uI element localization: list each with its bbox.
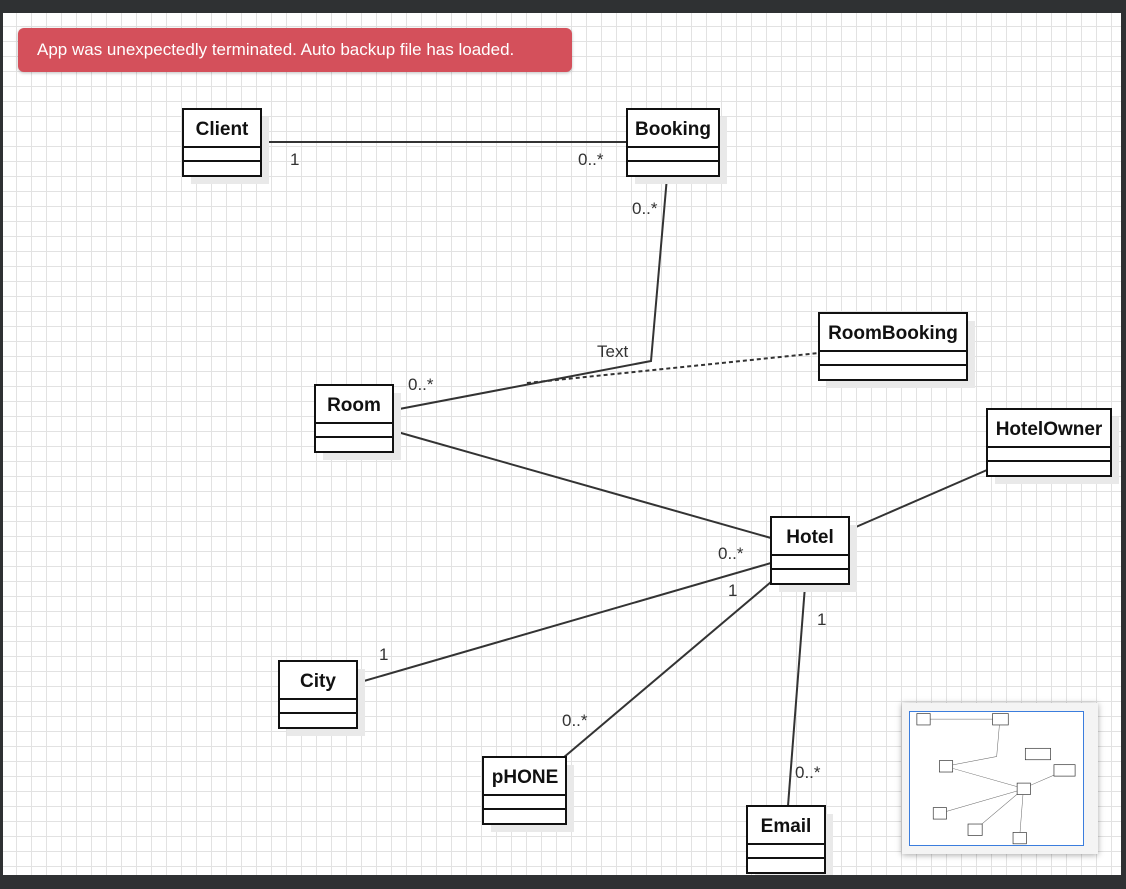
- assoc-hotel-email[interactable]: [787, 585, 806, 807]
- class-email-name: Email: [761, 816, 812, 837]
- class-hotel[interactable]: Hotel: [770, 516, 850, 585]
- assoc-room-hotel[interactable]: [393, 430, 772, 539]
- minimap[interactable]: [902, 703, 1098, 854]
- class-hotel-name: Hotel: [786, 527, 834, 548]
- class-booking-name: Booking: [635, 119, 711, 140]
- class-city-name: City: [300, 671, 336, 692]
- mult-booking-room-booking: 0..*: [632, 199, 658, 218]
- assoc-hotel-city[interactable]: [356, 562, 772, 684]
- notification-message: App was unexpectedly terminated. Auto ba…: [37, 40, 515, 59]
- minimap-viewport[interactable]: [909, 711, 1084, 846]
- mult-hotel-room: 0..*: [718, 544, 744, 563]
- assoc-booking-room[interactable]: [393, 176, 668, 411]
- class-email[interactable]: Email: [746, 805, 826, 874]
- error-notification[interactable]: App was unexpectedly terminated. Auto ba…: [18, 28, 572, 72]
- mult-hotel-city-city: 1: [379, 645, 388, 664]
- mult-hotel-city-hotel: 1: [728, 581, 737, 600]
- class-client[interactable]: Client: [182, 108, 262, 177]
- class-client-name: Client: [196, 119, 249, 140]
- mult-hotel-email-email: 0..*: [795, 763, 821, 782]
- association-class-link[interactable]: [526, 352, 820, 384]
- class-phone[interactable]: pHONE: [482, 756, 567, 825]
- diagram-canvas[interactable]: 1 0..* 0..* Text 0..* 0..* 1 1 1 0..* 0.…: [3, 13, 1121, 875]
- assoc-hotel-phone[interactable]: [562, 581, 772, 759]
- class-roombooking-name: RoomBooking: [828, 323, 958, 344]
- mult-client-booking-client: 1: [290, 150, 299, 169]
- class-hotelowner-name: HotelOwner: [996, 419, 1103, 440]
- class-roombooking[interactable]: RoomBooking: [818, 312, 968, 381]
- mult-client-booking-booking: 0..*: [578, 150, 604, 169]
- class-city[interactable]: City: [278, 660, 358, 729]
- class-hotelowner[interactable]: HotelOwner: [986, 408, 1112, 477]
- assoc-text-label: Text: [597, 342, 628, 361]
- mult-hotel-email-hotel: 1: [817, 610, 826, 629]
- assoc-hotel-hotelowner[interactable]: [848, 469, 988, 531]
- class-room-name: Room: [327, 395, 381, 416]
- minimap-diagram-thumbnail: [916, 713, 1076, 845]
- class-phone-name: pHONE: [492, 767, 559, 788]
- uml-class-diagram: 1 0..* 0..* Text 0..* 0..* 1 1 1 0..* 0.…: [182, 108, 1112, 874]
- mult-booking-room-room: 0..*: [408, 375, 434, 394]
- mult-hotel-phone-phone: 0..*: [562, 711, 588, 730]
- class-booking[interactable]: Booking: [626, 108, 720, 177]
- class-room[interactable]: Room: [314, 384, 394, 453]
